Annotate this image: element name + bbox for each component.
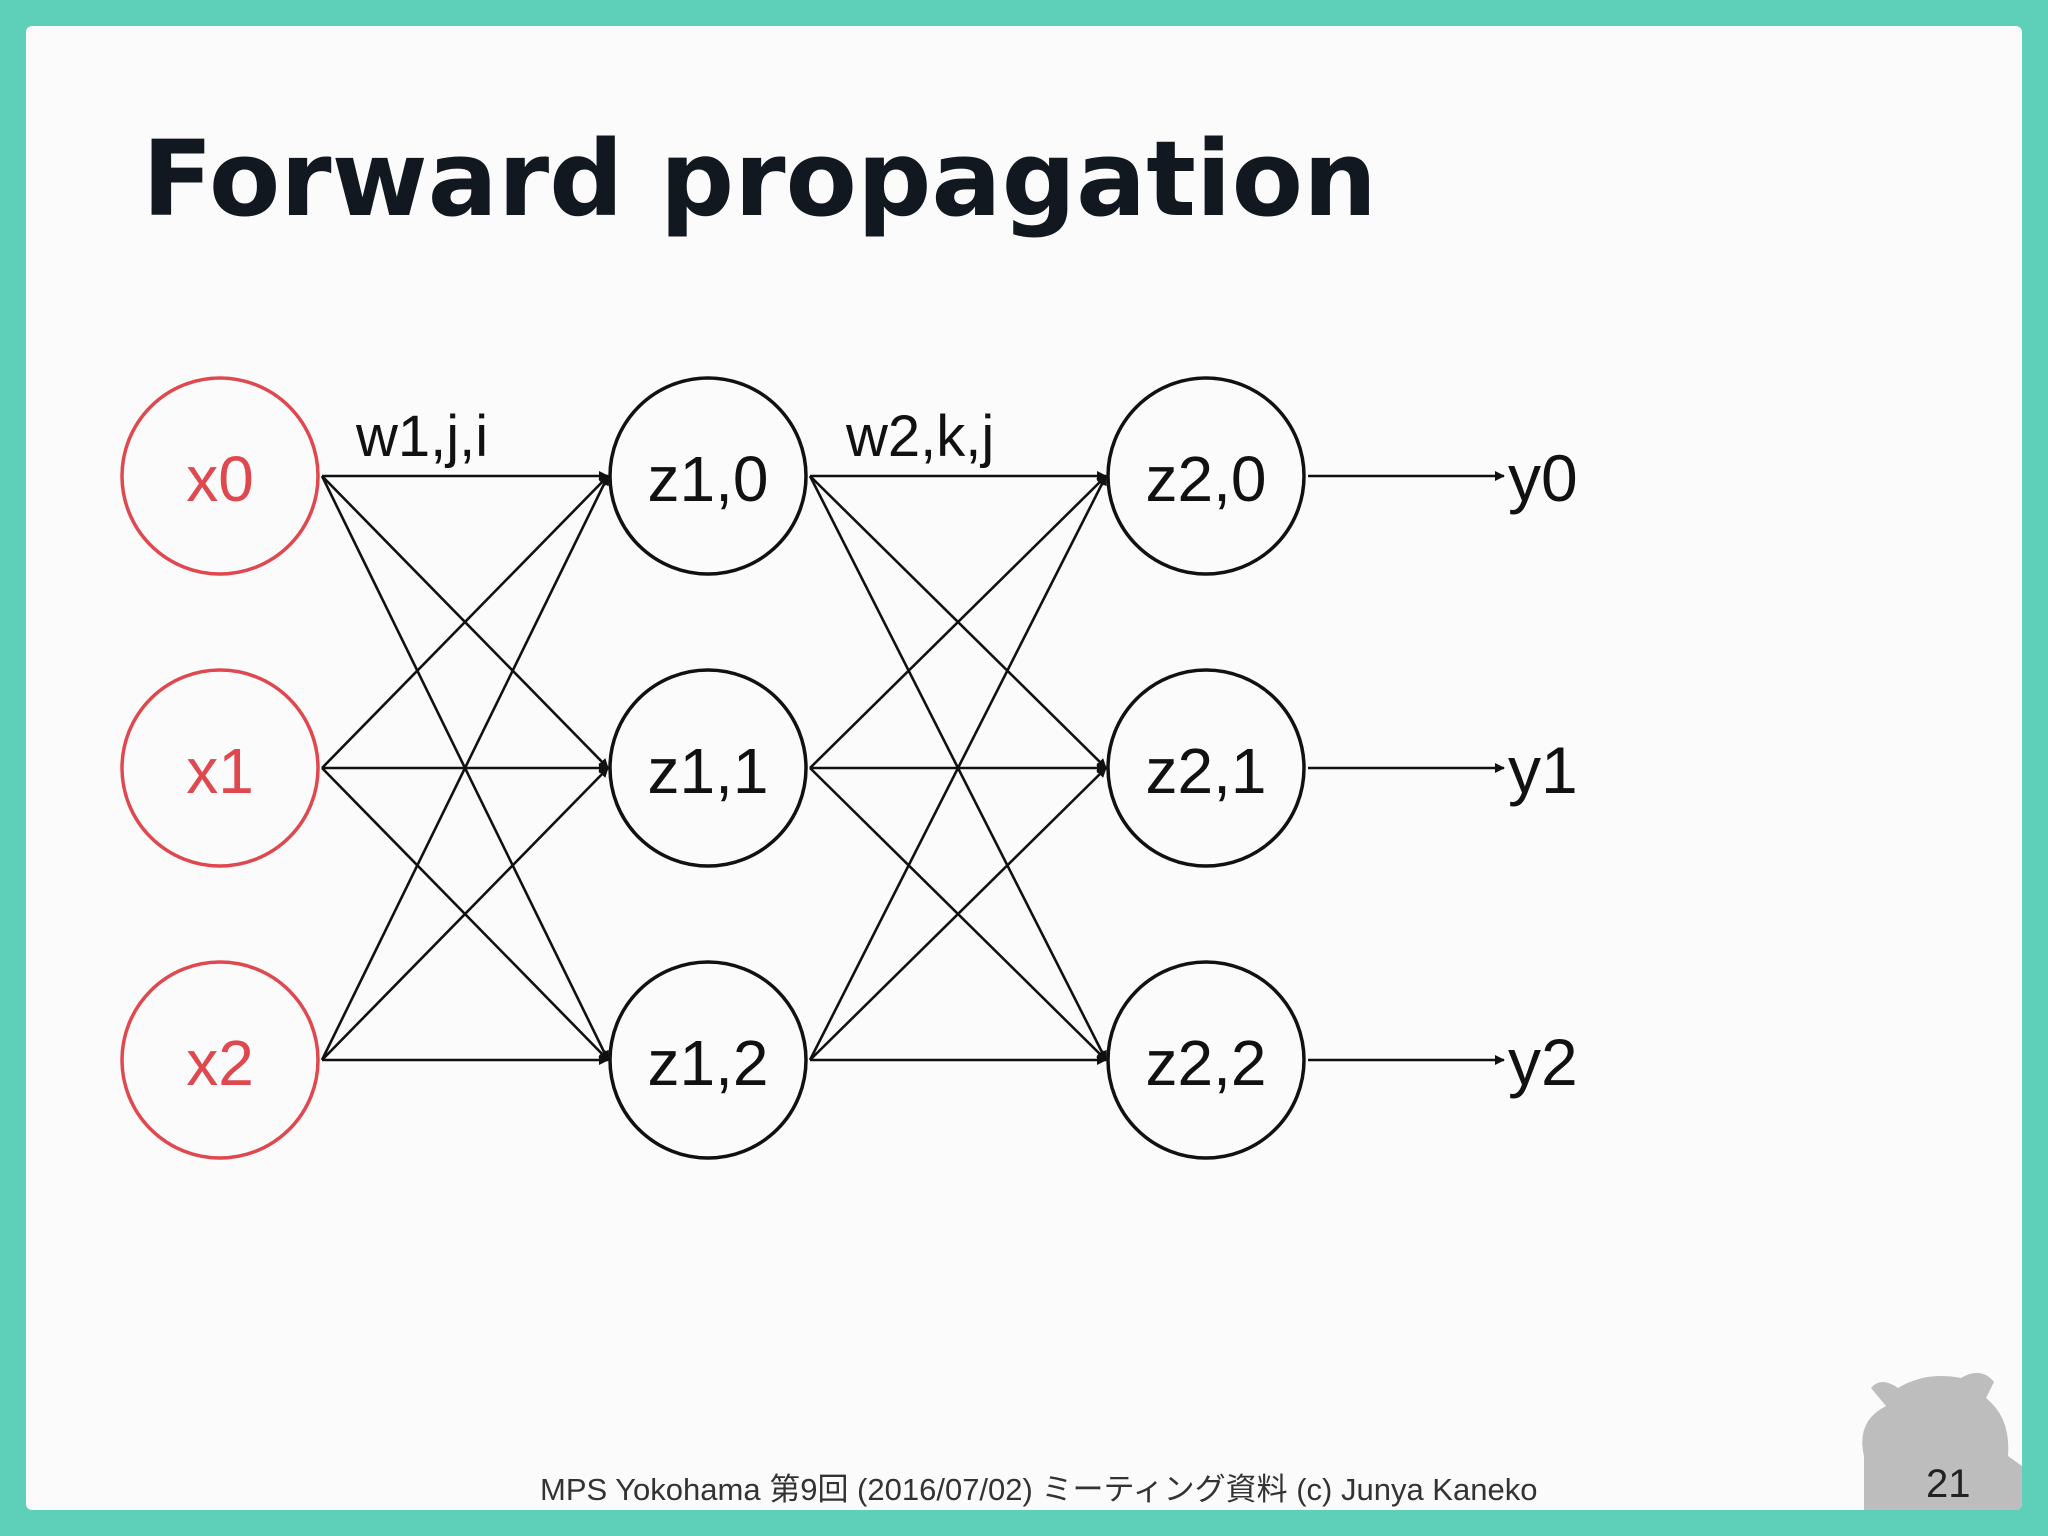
output-label-y1: y1	[1508, 733, 1578, 807]
hidden-node-z1-0: z1,0	[608, 376, 808, 576]
hidden-node-label: z1,0	[648, 443, 769, 515]
input-node-x2: x2	[120, 960, 320, 1160]
page-number: 21	[1926, 1462, 1971, 1506]
edge-l1-2-1	[321, 767, 609, 1061]
input-node-x0: x0	[120, 376, 320, 576]
hidden-node-label: z1,1	[648, 735, 769, 807]
layer2-node-z2-0: z2,0	[1106, 376, 1306, 576]
weight-label-layer2: w2,k,j	[845, 404, 994, 469]
hidden-node-z1-2: z1,2	[608, 960, 808, 1160]
slide: Forward propagation x0 x1 x2	[26, 26, 2022, 1510]
input-node-label: x1	[186, 735, 254, 807]
edge-l2-2-1	[809, 767, 1107, 1061]
hidden-node-z1-1: z1,1	[608, 668, 808, 868]
layer2-node-label: z2,0	[1146, 443, 1267, 515]
layer2-node-label: z2,1	[1146, 735, 1267, 807]
layer2-node-label: z2,2	[1146, 1027, 1267, 1099]
edge-l2-1-0	[809, 475, 1107, 769]
edge-l1-1-0	[321, 475, 609, 769]
mascot-icon	[1862, 1372, 2022, 1510]
slide-title: Forward propagation	[142, 118, 1378, 240]
input-node-label: x2	[186, 1027, 254, 1099]
input-node-x1: x1	[120, 668, 320, 868]
nodes: x0 x1 x2 z1,0 z1,1 z1,2	[120, 376, 1306, 1160]
edge-l2-2-0	[808, 475, 1108, 1061]
layer2-node-z2-1: z2,1	[1106, 668, 1306, 868]
input-node-label: x0	[186, 443, 254, 515]
output-label-y0: y0	[1508, 441, 1578, 515]
slide-footer: MPS Yokohama 第9回 (2016/07/02) ミーティング資料 (…	[540, 1472, 1538, 1507]
output-label-y2: y2	[1508, 1025, 1578, 1099]
weight-label-layer1: w1,j,i	[355, 404, 488, 469]
hidden-node-label: z1,2	[648, 1027, 769, 1099]
neural-network-diagram: x0 x1 x2 z1,0 z1,1 z1,2	[120, 376, 2022, 1510]
edges	[320, 471, 1505, 1065]
layer2-node-z2-2: z2,2	[1106, 960, 1306, 1160]
edge-l1-2-0	[320, 475, 610, 1061]
